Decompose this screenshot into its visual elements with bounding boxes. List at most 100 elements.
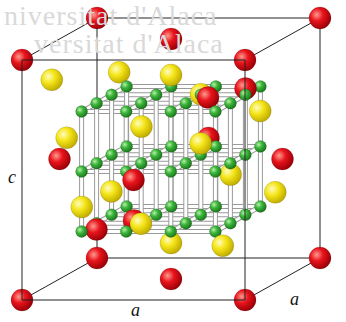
green-atom [210,200,222,212]
green-atom [209,166,221,178]
red-atom [86,219,108,241]
green-atom [106,149,118,161]
green-atom [180,157,192,169]
red-atom [309,247,331,269]
green-atom [209,106,221,118]
green-atom [135,97,147,109]
watermark: niversitat d'Alaca [4,2,218,30]
red-atom [86,247,108,269]
bond [185,103,186,163]
bond [171,111,216,112]
yellow-atom [190,132,212,154]
green-atom [150,89,162,101]
bond [156,155,157,215]
green-atom [120,106,132,118]
red-atom [309,7,331,29]
cell-edge [97,258,320,259]
bond [185,163,186,223]
bond [111,95,112,155]
green-atom [76,166,88,178]
yellow-atom [108,61,130,83]
bond [82,111,127,112]
unit-cell-front-edges [22,60,245,300]
bond [186,223,231,224]
green-atom [91,157,103,169]
bonds [82,86,261,231]
bond [126,111,171,112]
bond [216,206,261,207]
cell-edge [245,60,246,300]
bond [127,206,172,207]
cell-edge [22,258,97,300]
green-atom [254,140,266,152]
green-atom [106,89,118,101]
yellow-atom [212,235,234,257]
cell-edge [320,18,321,258]
yellow-atom [160,64,182,86]
bond [141,103,186,104]
green-atom [195,209,207,221]
green-atom [106,209,118,221]
bond [127,86,172,87]
dimension-label: a [290,290,299,308]
yellow-atom [56,127,78,149]
red-atom [272,148,294,170]
green-atom [165,226,177,238]
green-atom [150,149,162,161]
bond [201,214,246,215]
green-atom [180,217,192,229]
watermark: versitat d'Alaca [34,30,224,58]
bond [260,146,261,206]
yellow-atom [249,100,271,122]
bond [96,103,97,163]
green-atom [165,166,177,178]
yellow-atom [71,196,93,218]
dimension-label: a [131,301,140,319]
bond [171,231,216,232]
yellow-atom [130,213,152,235]
dimension-label: c [8,168,16,186]
yellow-atom [130,116,152,138]
yellow-atom [41,69,63,91]
green-atom [150,209,162,221]
bond [216,146,261,147]
green-atom [91,97,103,109]
green-atom [135,157,147,169]
green-atom [76,106,88,118]
green-atom [165,140,177,152]
unit-cell-back-edges [22,18,320,300]
green-atom [254,200,266,212]
bond [156,154,201,155]
cell-edge [245,258,320,300]
green-atom [224,97,236,109]
red-atom [197,87,219,109]
bond [230,103,231,163]
bond [127,146,172,147]
bond [112,154,157,155]
yellow-atom [264,181,286,203]
cell-edge [22,60,23,300]
red-atom [123,169,145,191]
bond [156,95,157,155]
green-atom [224,157,236,169]
bond [82,171,127,172]
bond [96,163,97,223]
bond [81,112,82,172]
yellow-atom [100,180,122,202]
green-atom [121,80,133,92]
bond [186,163,231,164]
green-atom [121,140,133,152]
green-atom [165,200,177,212]
bond [141,163,186,164]
cell-edge [245,18,320,60]
bond [97,103,142,104]
green-atom [224,217,236,229]
red-atom [49,148,71,170]
green-atom [165,106,177,118]
bond [156,214,201,215]
red-atom [160,268,182,290]
bond [112,94,157,95]
green-atom [76,226,88,238]
bond [97,163,142,164]
